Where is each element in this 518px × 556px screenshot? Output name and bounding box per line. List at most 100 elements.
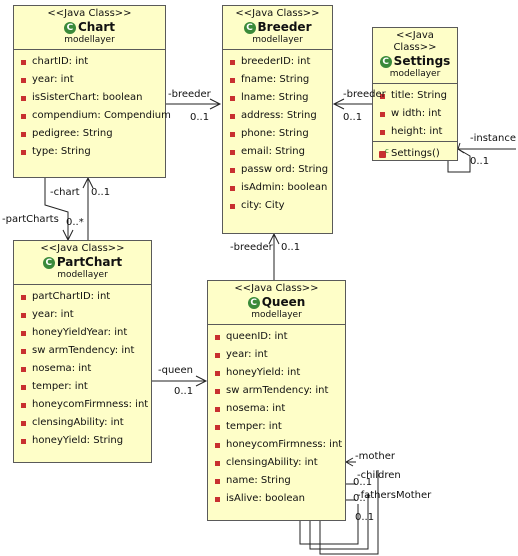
attribute: nosema: int	[14, 360, 151, 378]
attribute: queenID: int	[208, 328, 345, 346]
role-label: -chart	[50, 187, 80, 198]
attribute: chartID: int	[14, 53, 165, 71]
class-icon: C	[379, 56, 392, 68]
private-icon	[21, 367, 26, 372]
private-icon	[230, 78, 235, 83]
constructor-marker-icon: c	[385, 147, 389, 155]
class-name-text: Queen	[261, 295, 306, 309]
attribute: phone: String	[223, 125, 332, 143]
private-icon	[215, 371, 220, 376]
class-name-text: Breeder	[257, 20, 312, 34]
attribute-list: breederID: int fname: String lname: Stri…	[223, 50, 332, 215]
private-icon	[230, 60, 235, 65]
private-icon	[21, 349, 26, 354]
attribute: email: String	[223, 143, 332, 161]
role-label: -fathersMother	[357, 490, 432, 501]
private-icon	[230, 150, 235, 155]
private-icon	[21, 114, 26, 119]
private-icon	[230, 186, 235, 191]
arrowhead	[82, 176, 94, 189]
attribute-list: partChartID: int year: int honeyYieldYea…	[14, 285, 151, 450]
multiplicity-label: 0..1	[353, 477, 373, 488]
private-icon	[215, 443, 220, 448]
private-icon	[21, 78, 26, 83]
private-constructor-icon	[379, 151, 386, 158]
attribute: sw armTendency: int	[14, 342, 151, 360]
stereotype: <<Java Class>>	[234, 283, 319, 294]
attribute: isSisterChart: boolean	[14, 89, 165, 107]
private-icon	[215, 389, 220, 394]
private-icon	[21, 295, 26, 300]
attribute: nosema: int	[208, 400, 345, 418]
class-name-text: Settings	[393, 54, 451, 68]
package-name: modellayer	[252, 35, 303, 45]
multiplicity-label: 0..1	[355, 512, 375, 523]
private-icon	[380, 130, 385, 135]
attribute: type: String	[14, 143, 165, 161]
multiplicity-label: 0..*	[66, 217, 84, 228]
multiplicity-label: 0..*	[353, 493, 371, 504]
self-loop-1	[299, 504, 359, 545]
private-icon	[21, 313, 26, 318]
class-icon: C	[63, 22, 76, 34]
private-icon	[230, 168, 235, 173]
role-label: -breeder	[230, 242, 273, 253]
multiplicity-label: 0..1	[190, 112, 210, 123]
private-icon	[215, 497, 220, 502]
arrowhead	[268, 232, 280, 245]
private-icon	[230, 96, 235, 101]
class-icon: C	[243, 22, 256, 34]
attribute: honeycomFirmness: int	[208, 436, 345, 454]
attribute: passw ord: String	[223, 161, 332, 179]
attribute: title: String	[373, 87, 457, 105]
role-label: -partCharts	[2, 214, 59, 225]
role-label: -breeder	[168, 89, 211, 100]
stereotype: <<Java Class>>	[235, 8, 320, 19]
attribute: height: int	[373, 123, 457, 141]
role-label: -queen	[158, 365, 193, 376]
multiplicity-label: 0..1	[91, 187, 111, 198]
private-icon	[215, 425, 220, 430]
attribute: year: int	[14, 71, 165, 89]
private-icon	[21, 403, 26, 408]
arrowhead	[209, 98, 222, 110]
private-icon	[215, 461, 220, 466]
attribute: city: City	[223, 197, 332, 215]
class-name-text: Chart	[77, 20, 116, 34]
attribute: sw armTendency: int	[208, 382, 345, 400]
private-icon	[215, 335, 220, 340]
role-label: -breeder	[343, 89, 386, 100]
attribute: isAdmin: boolean	[223, 179, 332, 197]
private-icon	[21, 439, 26, 444]
attribute: name: String	[208, 472, 345, 490]
private-icon	[21, 96, 26, 101]
attribute-list: chartID: int year: int isSisterChart: bo…	[14, 50, 171, 161]
attribute: partChartID: int	[14, 288, 151, 306]
class-icon: C	[247, 297, 260, 309]
self-loop-3	[319, 470, 379, 555]
private-icon	[215, 479, 220, 484]
attribute: fname: String	[223, 71, 332, 89]
package-name: modellayer	[64, 35, 115, 45]
private-icon	[21, 60, 26, 65]
package-name: modellayer	[57, 270, 108, 280]
attribute: clensingAbility: int	[14, 414, 151, 432]
attribute: year: int	[208, 346, 345, 364]
private-icon	[21, 421, 26, 426]
private-icon	[21, 385, 26, 390]
attribute: honeyYieldYear: int	[14, 324, 151, 342]
